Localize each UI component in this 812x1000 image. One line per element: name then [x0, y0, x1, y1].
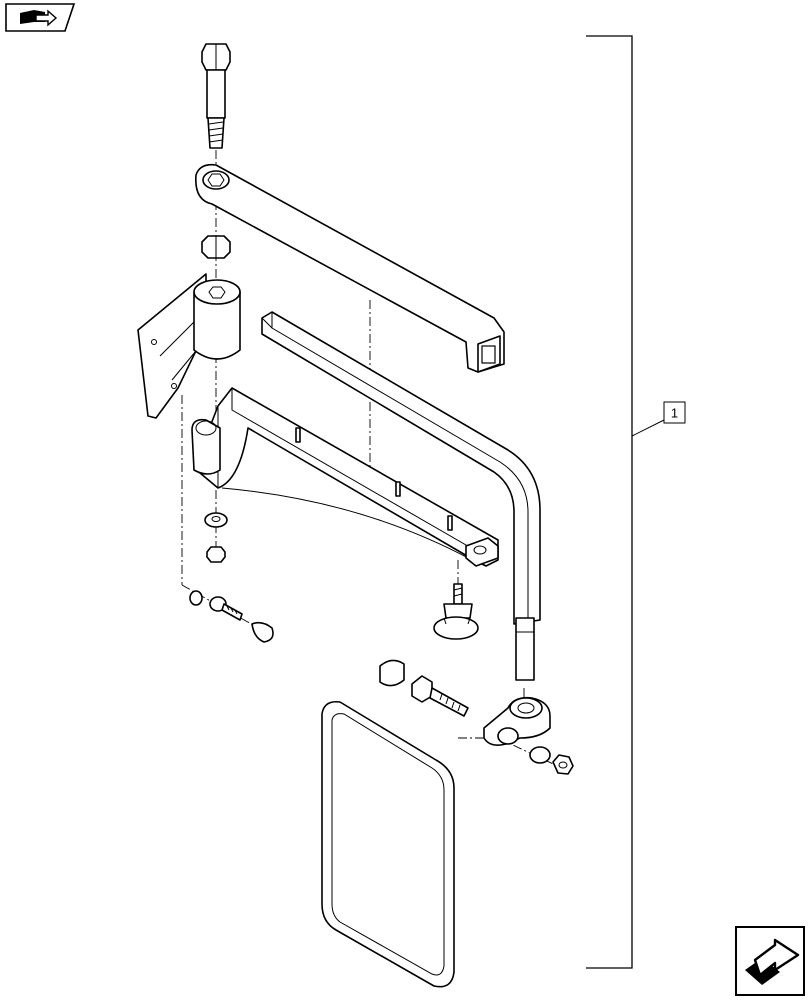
next-page-button[interactable] [735, 926, 805, 996]
adjustment-knob [433, 583, 479, 640]
hex-nut-small [206, 546, 226, 563]
lower-fastener-set [379, 659, 469, 717]
hex-bolt-top [201, 43, 231, 149]
assembly-bracket [586, 35, 665, 969]
callout-1[interactable]: 1 [663, 401, 686, 424]
previous-page-tab[interactable] [5, 3, 76, 32]
hex-nut-clamp [552, 754, 574, 775]
handle-rod [261, 311, 541, 625]
next-page-arrow-icon [745, 938, 800, 985]
book-arrow-icon [20, 9, 58, 27]
upper-arm [195, 163, 505, 373]
rod-lower-segment [515, 617, 535, 681]
left-fastener-set [189, 590, 274, 643]
mirror-clamp [483, 696, 551, 746]
channel-support [191, 387, 499, 567]
washer-clamp [529, 746, 551, 764]
mirror-glass [321, 700, 455, 988]
hex-nut-upper [201, 235, 231, 259]
callout-1-label: 1 [671, 406, 678, 421]
mounting-bracket [137, 273, 241, 419]
flat-washer-left [204, 512, 228, 528]
